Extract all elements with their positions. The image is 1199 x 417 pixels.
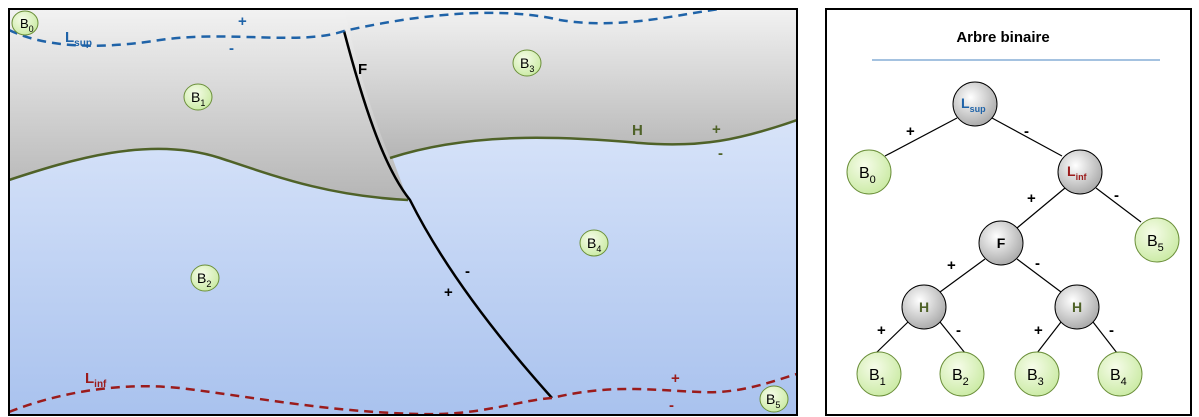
region-b0-sub: 0	[29, 24, 34, 34]
edge-sign-f-hl: +	[947, 257, 956, 274]
svg-text:F: F	[997, 235, 1006, 251]
region-b2-node: B2	[191, 265, 219, 291]
region-b1-node: B1	[184, 84, 212, 110]
region-b3-node: B3	[513, 50, 541, 76]
tree-node-h-right: H	[1055, 285, 1099, 329]
region-b5-main: B	[766, 391, 775, 407]
fault-plus-sign: +	[444, 284, 453, 301]
edge-sign-linf-f: +	[1027, 190, 1036, 207]
region-b5-node: B5	[760, 386, 788, 412]
edge-sign-hr-b4: -	[1109, 322, 1114, 339]
region-b2-sub: 2	[206, 279, 211, 289]
linf-minus-sign: -	[669, 397, 674, 414]
horizon-h-label: H	[632, 122, 643, 139]
region-b3-main: B	[520, 55, 529, 71]
region-b4-sub: 4	[596, 244, 601, 254]
linf-plus-sign: +	[671, 370, 680, 387]
tree-leaf-b4: B4	[1098, 352, 1142, 396]
edge-sign-root-b0: +	[906, 123, 915, 140]
region-b4-node: B4	[580, 230, 608, 256]
region-b4-main: B	[587, 235, 596, 251]
region-b3-sub: 3	[529, 64, 534, 74]
tree-title: Arbre binaire	[956, 29, 1049, 46]
region-b1-main: B	[191, 89, 200, 105]
tree-node-h-left: H	[902, 285, 946, 329]
binary-tree-panel: Arbre binaire + - + - + - + - + -	[826, 9, 1191, 415]
tree-leaf-b1: B1	[857, 352, 901, 396]
fault-f-label: F	[358, 61, 367, 78]
edge-sign-hl-b2: -	[956, 322, 961, 339]
region-b2-main: B	[197, 270, 206, 286]
tree-node-lsup: Lsup	[953, 82, 997, 126]
tree-node-f: F	[979, 221, 1023, 265]
region-b0-node: B0	[12, 11, 38, 35]
h-minus-sign: -	[718, 145, 723, 162]
edge-sign-root-linf: -	[1024, 123, 1029, 140]
tree-leaf-b3: B3	[1015, 352, 1059, 396]
region-b5-sub: 5	[775, 400, 780, 410]
geological-section: B0 B1 B2 B3 B4 B5 Lsup Linf F H + - +	[9, 9, 797, 415]
region-b1-sub: 1	[200, 98, 205, 108]
upper-layer-right-region	[344, 9, 797, 158]
tree-node-linf: Linf	[1058, 150, 1102, 194]
svg-text:H: H	[919, 299, 929, 315]
lsup-plus-sign: +	[238, 13, 247, 30]
fault-minus-sign: -	[465, 263, 470, 280]
h-plus-sign: +	[712, 121, 721, 138]
tree-leaf-b5: B5	[1135, 218, 1179, 262]
lsup-minus-sign: -	[229, 40, 234, 57]
tree-leaf-b0: B0	[847, 150, 891, 194]
tree-leaf-b2: B2	[940, 352, 984, 396]
edge-sign-f-hr: -	[1035, 255, 1040, 272]
edge-sign-linf-b5: -	[1114, 187, 1119, 204]
region-b0-main: B	[20, 16, 29, 31]
svg-text:H: H	[1072, 299, 1082, 315]
edge-sign-hl-b1: +	[877, 322, 886, 339]
edge-sign-hr-b3: +	[1034, 322, 1043, 339]
